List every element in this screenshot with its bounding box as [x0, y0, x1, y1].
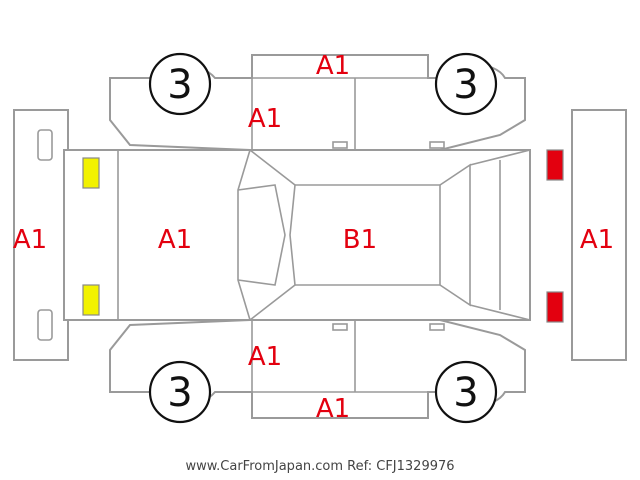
wheel-top-left: 3 — [148, 52, 212, 116]
mark-hood: A1 — [158, 225, 192, 255]
mark-rear-bumper: A1 — [580, 225, 614, 255]
front-bumper — [13, 109, 69, 361]
taillight-left-marker — [546, 149, 564, 181]
headlight-right-marker — [82, 284, 100, 316]
taillight-right-marker — [546, 291, 564, 323]
mark-roof: B1 — [343, 225, 377, 255]
mark-right-front-fender: A1 — [248, 342, 282, 372]
rear-bumper — [571, 109, 627, 361]
wheel-bottom-left: 3 — [148, 360, 212, 424]
mark-left-front-fender: A1 — [248, 104, 282, 134]
wheel-top-right: 3 — [434, 52, 498, 116]
wheel-number: 3 — [167, 62, 192, 108]
wheel-number: 3 — [453, 370, 478, 416]
wheel-number: 3 — [167, 370, 192, 416]
headlight-left-marker — [82, 157, 100, 189]
car-body — [63, 148, 531, 322]
mark-left-side-top: A1 — [316, 51, 350, 81]
wheel-bottom-right: 3 — [434, 360, 498, 424]
footer-reference: www.CarFromJapan.com Ref: CFJ1329976 — [185, 459, 454, 474]
wheel-number: 3 — [453, 62, 478, 108]
mark-front-bumper: A1 — [13, 225, 47, 255]
mark-right-side-bottom: A1 — [316, 394, 350, 424]
